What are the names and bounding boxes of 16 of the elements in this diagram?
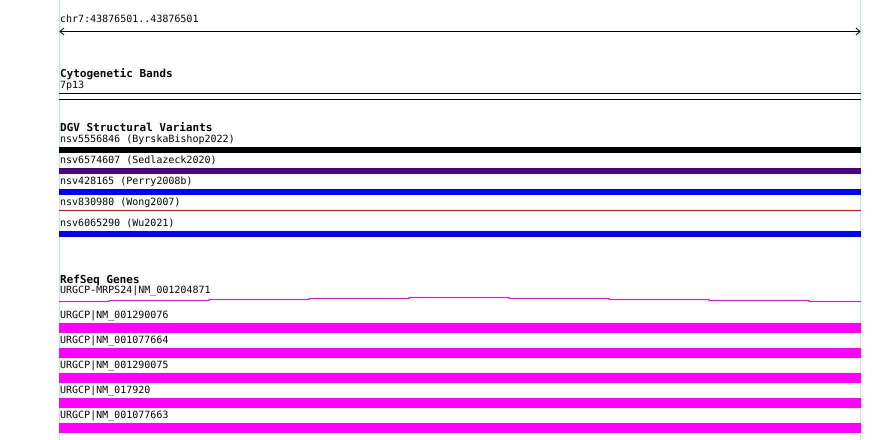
feature-label: URGCP|NM_001077663 [60,410,168,422]
feature-label: nsv6065290 (Wu2021) [60,218,174,230]
feature-label: URGCP|NM_001290076 [60,310,168,322]
feature-label: nsv5556846 (ByrskaBishop2022) [60,134,235,146]
feature-label: URGCP|NM_001290075 [60,360,168,372]
feature-label: URGCP-MRPS24|NM_001204871 [60,285,211,297]
track-title: RefSeq Genes [60,273,140,286]
feature-label: nsv6574607 (Sedlazeck2020) [60,155,217,167]
feature-label: 7p13 [60,80,84,92]
feature-label: nsv830980 (Wong2007) [60,197,180,209]
track-title: Cytogenetic Bands [60,67,173,80]
track-title: DGV Structural Variants [60,121,212,134]
feature-label: URGCP|NM_001077664 [60,335,168,347]
coordinate-label: chr7:43876501..43876501 [60,14,198,26]
feature-label: URGCP|NM_017920 [60,385,150,397]
feature-label: nsv428165 (Perry2008b) [60,176,192,188]
